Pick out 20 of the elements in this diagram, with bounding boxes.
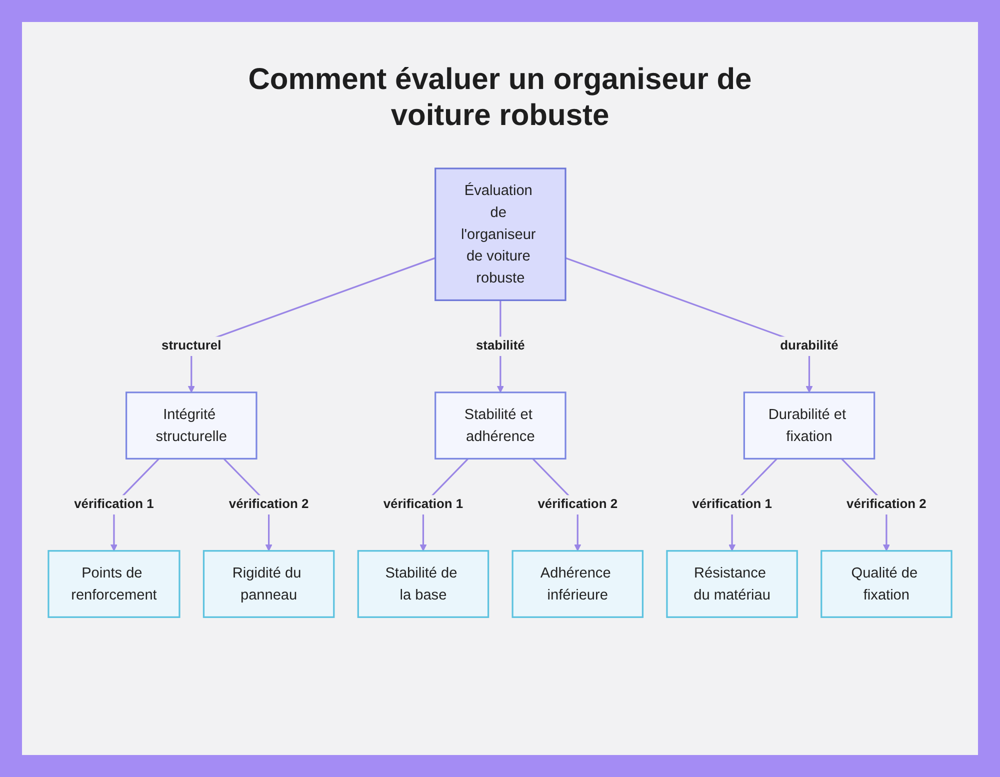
process-box: Résistance du matériau <box>666 550 798 618</box>
process-box: Intégrité structurelle <box>126 392 258 460</box>
edge-label: structurel <box>162 336 222 356</box>
process-box: Adhérence inférieure <box>512 550 644 618</box>
edge-label: vérification 2 <box>846 495 926 514</box>
edge-label: durabilité <box>780 336 838 356</box>
process-box: Rigidité du panneau <box>202 550 335 618</box>
edge-label: vérification 1 <box>692 495 772 514</box>
edge-label: vérification 2 <box>228 495 309 514</box>
edge-label: stabilité <box>476 336 525 356</box>
process-box: Points de renforcement <box>48 550 180 618</box>
process-box: Durabilité et fixation <box>743 392 876 460</box>
process-box: Qualité de fixation <box>820 550 952 618</box>
diagram-title: Comment évaluer un organiseur de voiture robuste <box>247 62 753 134</box>
edge-label: vérification 1 <box>74 495 154 514</box>
process-box: Stabilité de la base <box>357 550 490 618</box>
process-box: Stabilité et adhérence <box>434 392 566 460</box>
process-box: Évaluation de l'organiseur de voiture robuste <box>434 168 566 302</box>
edge-label: vérification 1 <box>383 495 464 514</box>
edge-label: vérification 2 <box>538 495 618 514</box>
